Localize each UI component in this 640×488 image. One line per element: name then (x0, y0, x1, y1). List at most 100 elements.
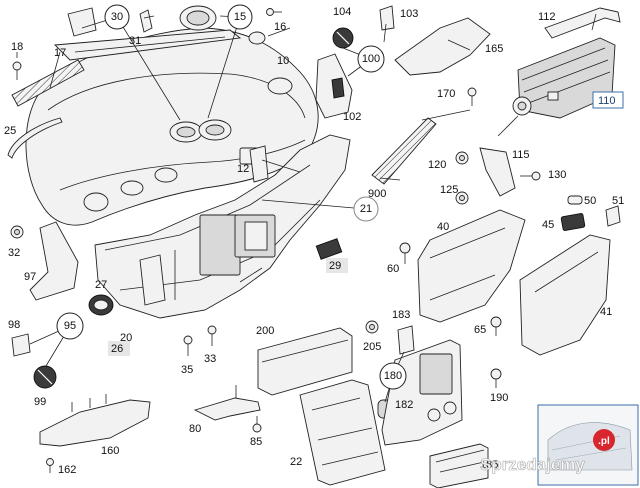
watermark-domain: .pl (598, 436, 610, 447)
label-85: 85 (250, 436, 262, 448)
part-97-side-panel (29, 221, 79, 301)
part-32-nut (10, 225, 24, 239)
label-22: 22 (290, 456, 302, 468)
label-95: 95 (64, 320, 76, 332)
label-18: 18 (11, 41, 23, 53)
part-17-grille (11, 59, 85, 107)
part-190-screw (490, 368, 502, 388)
part-205-nut (365, 320, 379, 334)
part-183-bracket (397, 325, 415, 355)
label-10: 10 (277, 55, 289, 67)
part-25-trim-strip (7, 117, 63, 159)
label-97: 97 (24, 271, 36, 283)
label-185: 185 (480, 459, 498, 471)
label-41: 41 (600, 306, 612, 318)
part-125-nut (455, 191, 469, 205)
label-31: 31 (129, 35, 141, 47)
label-205: 205 (363, 341, 381, 353)
part-45-switch (560, 213, 586, 231)
label-12: 12 (237, 163, 249, 175)
part-185-radio-unit (429, 443, 489, 488)
label-160: 160 (101, 445, 119, 457)
label-30: 30 (111, 11, 123, 23)
part-40-glovebox (417, 209, 526, 323)
part-103-clip (379, 5, 395, 31)
part-104-badge (332, 27, 354, 49)
callout-95: 95 (56, 312, 84, 340)
label-50: 50 (584, 195, 596, 207)
label-20: 20 (120, 332, 132, 344)
label-33: 33 (204, 353, 216, 365)
label-112: 112 (538, 11, 556, 23)
label-17: 17 (54, 47, 66, 59)
label-103: 103 (400, 8, 418, 20)
part-162-screw (46, 458, 54, 473)
part-30-clip (67, 7, 97, 37)
label-16: 16 (274, 21, 286, 33)
label-162: 162 (58, 464, 76, 476)
watermark-text: Sprzedajemy (480, 455, 585, 474)
label-182: 182 (395, 399, 413, 411)
part-80-bracket (193, 397, 261, 421)
part-29-plate (315, 238, 343, 260)
label-100: 100 (362, 53, 380, 65)
part-170-screw (467, 87, 477, 106)
dashboard-carrier-frame (94, 134, 351, 319)
label-900: 900 (368, 188, 386, 200)
label-102: 102 (343, 111, 361, 123)
label-190: 190 (490, 392, 508, 404)
watermark-badge (593, 429, 615, 451)
part-99-cover (33, 365, 57, 389)
label-27: 27 (95, 279, 107, 291)
part-50-bulb (567, 195, 583, 205)
part-900-grille (371, 117, 437, 185)
label-99: 99 (34, 396, 46, 408)
part-112-bracket-strip (544, 7, 621, 39)
part-115-bracket (479, 147, 516, 197)
part-31-bracket (139, 9, 155, 33)
label-26: 26 (111, 343, 123, 355)
part-16-screw (266, 8, 282, 16)
part-65-screw (490, 316, 502, 336)
watermark: Sprzedajemy .pl (480, 429, 615, 474)
label-115: 115 (512, 149, 530, 161)
callout-15: 15 (227, 4, 253, 30)
part-130-screw (520, 171, 541, 181)
label-35: 35 (181, 364, 193, 376)
label-104: 104 (333, 6, 351, 18)
part-18-screw (12, 61, 22, 80)
part-160-lower-trim (39, 399, 151, 447)
label-65: 65 (474, 324, 486, 336)
part-27-ring (88, 294, 114, 316)
label-183: 183 (392, 309, 410, 321)
part-12-bracket (249, 145, 269, 183)
label-180: 180 (384, 370, 402, 382)
part-33-screw (207, 325, 217, 346)
label-29: 29 (329, 260, 341, 272)
label-110: 110 (598, 95, 616, 107)
callout-30: 30 (104, 4, 130, 30)
label-25: 25 (4, 125, 16, 137)
label-98: 98 (8, 319, 20, 331)
part-10-air-vent (179, 5, 266, 45)
label-45: 45 (542, 219, 554, 231)
label-170: 170 (437, 88, 455, 100)
dashboard-top-pad (25, 27, 319, 226)
label-60: 60 (387, 263, 399, 275)
label-165: 165 (485, 43, 503, 55)
callout-180: 180 (379, 362, 407, 390)
label-51: 51 (612, 195, 624, 207)
label-15: 15 (234, 11, 246, 23)
part-85-screw (252, 416, 262, 433)
label-200: 200 (256, 325, 274, 337)
part-60-screw (399, 242, 411, 264)
part-35-screw (183, 335, 193, 356)
label-32: 32 (8, 247, 20, 259)
part-120-nut (455, 151, 469, 165)
callout-100: 100 (357, 45, 385, 73)
label-130: 130 (548, 169, 566, 181)
part-41-glovebox-lid (519, 234, 611, 356)
part-110-passenger-airbag (512, 37, 616, 119)
label-80: 80 (189, 423, 201, 435)
